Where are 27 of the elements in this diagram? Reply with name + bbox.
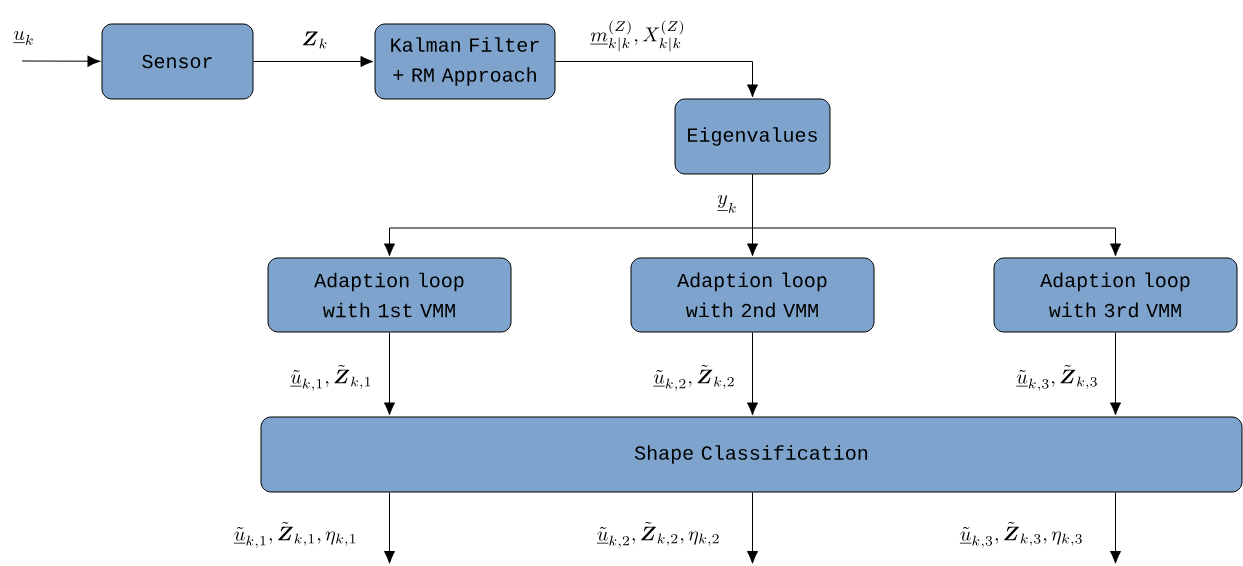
edge-label: $\underline{\tilde{u}}_{k,2}, \tilde{\boldsymbol{Z}}_{k,2}$ (651, 362, 738, 394)
process-box: Adaption loop with 1st VMM (267, 257, 512, 333)
process-box: Kalman Filter + RM Approach (374, 23, 556, 100)
process-box: Eigenvalues (674, 98, 831, 175)
process-box: Sensor (101, 23, 254, 100)
edge-label: $\underline{\tilde{u}}_{k,1}, \tilde{\boldsymbol{Z}}_{k,1}, \eta_{k,1}$ (231, 519, 360, 551)
edge-label: $\underline{u}_k$ (11, 29, 37, 47)
arrow (752, 174, 1122, 257)
edge-label: $\underline{y}_k$ (715, 193, 740, 215)
arrow (21, 55, 101, 67)
arrow (746, 492, 759, 564)
arrow (383, 492, 396, 564)
process-box: Shape Classification (260, 416, 1243, 493)
edge-label: $\underline{\tilde{u}}_{k,1}, \tilde{\boldsymbol{Z}}_{k,1}$ (288, 362, 375, 394)
arrow (383, 332, 396, 416)
arrow (555, 61, 759, 98)
process-box: Adaption loop with 3rd VMM (993, 257, 1238, 333)
arrow (1109, 332, 1122, 416)
arrow (253, 55, 374, 68)
process-box: Adaption loop with 2nd VMM (630, 257, 875, 333)
edge-label: $\underline{\tilde{u}}_{k,3}, \tilde{\boldsymbol{Z}}_{k,3}$ (1014, 362, 1101, 394)
arrow (746, 332, 759, 416)
edge-label: $\underline{\tilde{u}}_{k,2}, \tilde{\boldsymbol{Z}}_{k,2}, \eta_{k,2}$ (594, 519, 723, 551)
edge-label: $\underline{m}_{k|k}^{(Z)}, X_{k|k}^{(Z)}$ (588, 18, 688, 54)
arrow (1109, 492, 1122, 564)
edge-label: $\underline{\tilde{u}}_{k,3}, \tilde{\boldsymbol{Z}}_{k,3}, \eta_{k,3}$ (957, 519, 1086, 551)
edge-label: $\boldsymbol{Z}_k$ (299, 29, 331, 51)
